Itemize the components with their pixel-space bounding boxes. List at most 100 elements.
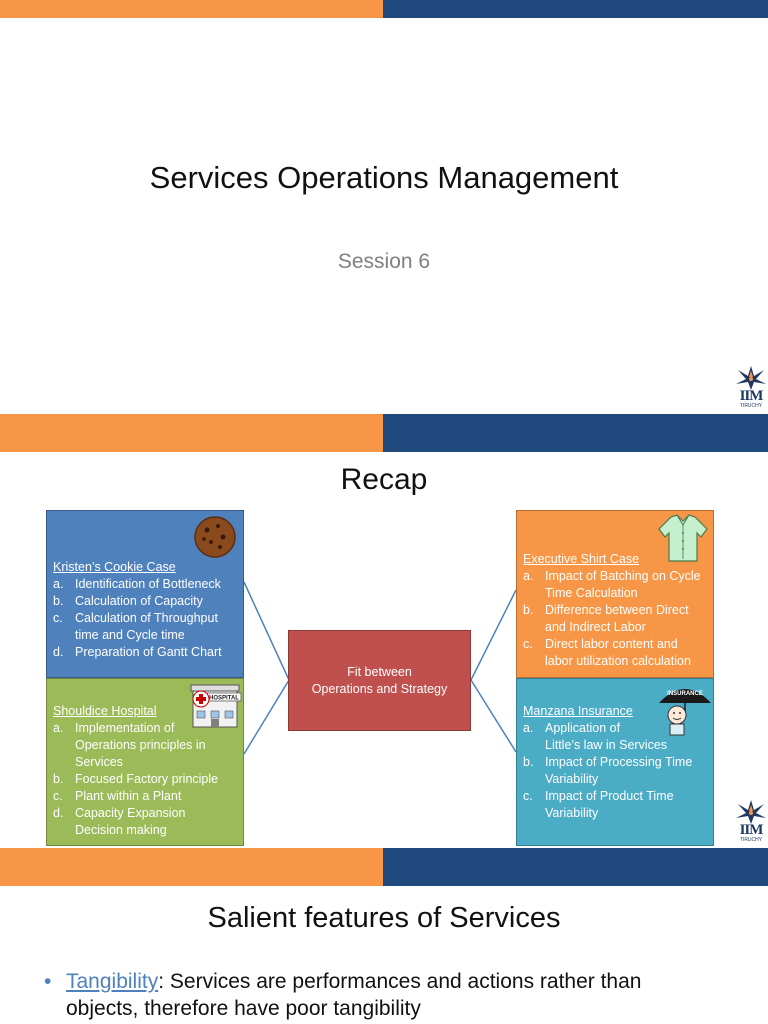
slide-1-subtitle: Session 6 (337, 250, 431, 273)
list-marker: d. (53, 645, 64, 659)
list-item: c. Calculation of Throughput time and Cycl… (53, 610, 243, 644)
shouldice-hospital-box: HOSPITAL Shouldice Hospital a. Implementa… (46, 678, 244, 846)
list-marker: b. (53, 594, 64, 608)
logo-text: IIM (739, 822, 764, 838)
list-text: labor utilization calculation (545, 654, 691, 668)
list-text: Impact of Processing Time (545, 755, 693, 769)
banner-navy (383, 0, 768, 18)
manzana-list: a. Application of Little’s law in Services… (523, 720, 713, 822)
list-text: Preparation of Gantt Chart (75, 645, 222, 659)
list-item: c. Plant within a Plant (53, 788, 243, 805)
list-text: time and Cycle time (75, 628, 185, 642)
connector-lines (243, 581, 517, 755)
hospital-sign: HOSPITAL (209, 696, 239, 702)
insurance-umbrella-icon: INSURANCE (659, 689, 711, 736)
center-line-2: Operations and Strategy (311, 681, 448, 696)
list-item: a. Identification of Bottleneck (53, 576, 243, 593)
slide-3-title: Salient features of Services (207, 902, 561, 934)
banner-orange (0, 848, 383, 886)
list-item: b. Difference between Direct and Indirect … (523, 602, 713, 636)
manzana-heading: Manzana Insurance (523, 704, 633, 718)
list-text: Variability (545, 806, 599, 820)
features-banner (0, 848, 768, 886)
kristen-cookie-box: Kristen’s Cookie Case a. Identification o… (46, 510, 244, 678)
list-marker: c. (53, 789, 63, 803)
iim-logo: IIM TIRUCHY (734, 364, 768, 410)
logo-subtext: TIRUCHY (739, 837, 763, 843)
banner-navy (383, 414, 768, 452)
executive-shirt-box: Executive Shirt Case a. Impact of Batchin… (516, 510, 714, 678)
list-text: and Indirect Labor (545, 620, 646, 634)
list-marker: c. (53, 611, 63, 625)
list-marker: c. (523, 789, 533, 803)
list-text: Impact of Product Time (545, 789, 674, 803)
logo-emblem-icon (736, 800, 766, 824)
list-text: Focused Factory principle (75, 772, 219, 786)
recap-title: Recap (340, 463, 428, 496)
banner-orange (0, 414, 383, 452)
list-marker: a. (53, 577, 64, 591)
shirt-icon (658, 514, 708, 562)
list-text: Application of (545, 721, 621, 735)
list-item: b. Focused Factory principle (53, 771, 243, 788)
list-marker: c. (523, 637, 533, 651)
slide-1: Services Operations Management Session 6… (0, 18, 768, 414)
hospital-icon: HOSPITAL (190, 684, 242, 728)
banner-orange (0, 0, 383, 18)
list-text: Plant within a Plant (75, 789, 182, 803)
list-text: Services (75, 755, 123, 769)
shouldice-list: a. Implementation of Operations principles… (53, 720, 243, 839)
list-item: b. Calculation of Capacity (53, 593, 243, 610)
bullet-line-1: : Services are performances and actions … (158, 970, 642, 993)
list-marker: a. (523, 721, 534, 735)
manzana-insurance-box: INSURANCE Manzana Insurance a. Applicatio… (516, 678, 714, 846)
recap-banner (0, 414, 768, 452)
list-marker: a. (53, 721, 64, 735)
list-text: Little’s law in Services (545, 738, 668, 752)
list-text: Variability (545, 772, 599, 786)
center-line-1: Fit between (347, 664, 412, 679)
bullet-text: Tangibility: Services are performances a… (66, 968, 756, 1022)
logo-emblem-icon (736, 366, 766, 390)
slide-2: Recap Kristen’s Cookie Case a. Identifica… (0, 452, 768, 848)
list-marker: b. (523, 603, 534, 617)
list-text: Impact of Batching on Cycle (545, 569, 701, 583)
list-text: Calculation of Capacity (75, 594, 203, 608)
bullet-dot: • (44, 970, 52, 993)
slide-1-title: Services Operations Management (149, 160, 619, 195)
list-item: d. Preparation of Gantt Chart (53, 644, 243, 661)
cookie-icon (194, 516, 236, 558)
list-item: a. Implementation of Operations principles… (53, 720, 243, 771)
list-text: Time Calculation (545, 586, 638, 600)
kristen-list: a. Identification of Bottleneck b. Calcula… (53, 576, 243, 661)
banner-navy (383, 848, 768, 886)
logo-subtext: TIRUCHY (739, 403, 763, 409)
shouldice-heading: Shouldice Hospital (53, 704, 157, 718)
list-marker: b. (523, 755, 534, 769)
iim-logo: IIM TIRUCHY (734, 798, 768, 844)
list-text: Implementation of (75, 721, 175, 735)
list-text: Direct labor content and (545, 637, 678, 651)
list-text: Difference between Direct (545, 603, 689, 617)
logo-text: IIM (739, 388, 764, 404)
list-text: Calculation of Throughput (75, 611, 218, 625)
bullet-line-2: objects, therefore have poor tangibility (66, 997, 421, 1020)
list-marker: d. (53, 806, 64, 820)
list-text: Identification of Bottleneck (75, 577, 221, 591)
list-item: c. Direct labor content and labor utilizat… (523, 636, 713, 670)
list-marker: b. (53, 772, 64, 786)
list-marker: a. (523, 569, 534, 583)
fit-between-box: Fit between Operations and Strategy (288, 630, 471, 731)
tangibility-link[interactable]: Tangibility (66, 970, 159, 993)
fit-between-label: Fit between Operations and Strategy (312, 664, 448, 698)
list-text: Capacity Expansion (75, 806, 186, 820)
kristen-heading: Kristen’s Cookie Case (53, 560, 176, 574)
list-text: Decision making (75, 823, 167, 837)
executive-heading: Executive Shirt Case (523, 552, 640, 566)
list-text: Operations principles in (75, 738, 206, 752)
